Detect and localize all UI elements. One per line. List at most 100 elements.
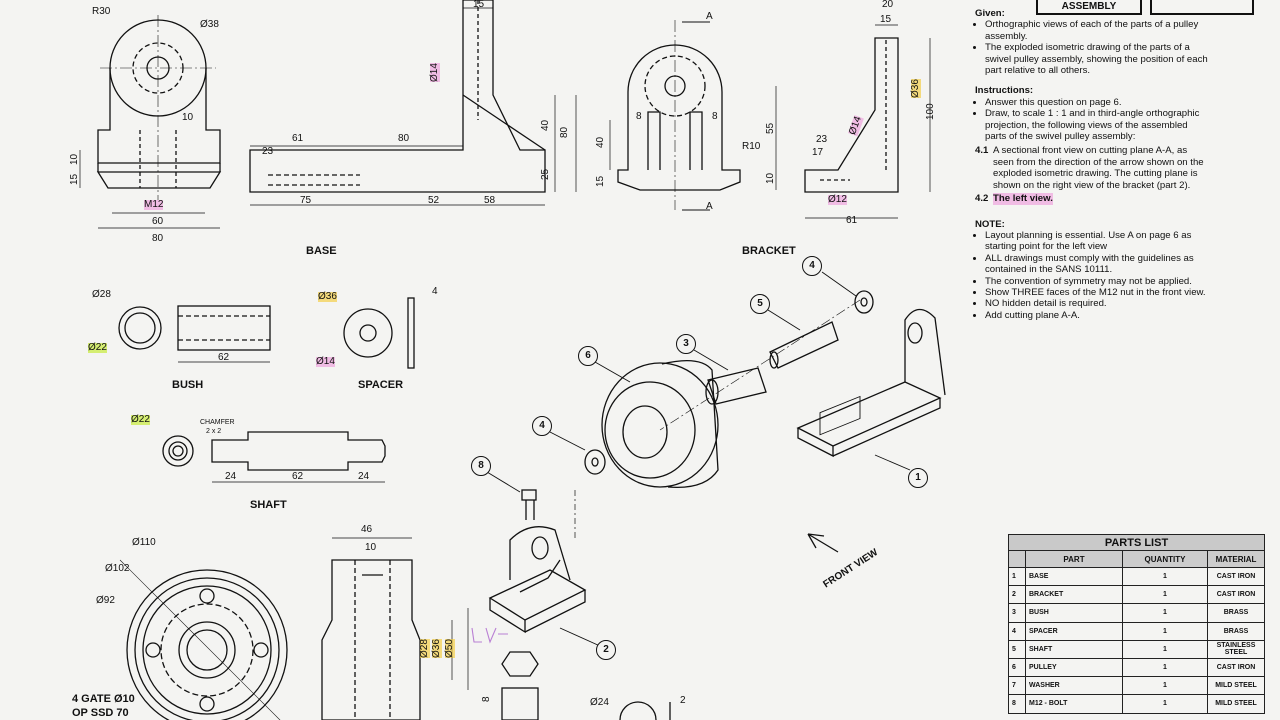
q42-number: 4.2	[975, 193, 989, 205]
dim-sh-62: 62	[292, 471, 304, 482]
dim-base-10b: 10	[69, 153, 80, 165]
shaft-views	[162, 431, 386, 483]
note-item: NO hidden detail is required.	[985, 298, 1210, 309]
note-item: Show THREE faces of the M12 nut in the f…	[985, 287, 1210, 298]
balloon-4-left: 4	[532, 416, 552, 436]
part-no: 7	[1008, 676, 1026, 696]
part-name: WASHER	[1025, 676, 1123, 696]
label-chamfer-size: 2 x 2	[206, 428, 222, 435]
dim-br55: 55	[765, 122, 776, 134]
part-material: CAST IRON	[1207, 657, 1265, 678]
dim-sp-4: 4	[432, 286, 438, 297]
label-spacer: SPACER	[358, 379, 404, 391]
dim-b25: 25	[540, 168, 551, 180]
q41-text: A sectional front view on cutting plane …	[993, 145, 1204, 191]
handwritten-lv	[471, 627, 508, 644]
instructions-panel: Given: Orthographic views of each of the…	[975, 0, 1210, 430]
label-bracket: BRACKET	[742, 245, 796, 257]
dim-p-d50: Ø50	[444, 639, 455, 658]
balloon-1: 1	[908, 468, 928, 488]
dim-b80v: 80	[559, 126, 570, 138]
part-name: M12 - BOLT	[1025, 694, 1123, 714]
washer-view	[619, 701, 671, 720]
dim-b40: 40	[540, 119, 551, 131]
balloon-8: 8	[471, 456, 491, 476]
dim-s15: 15	[880, 14, 892, 25]
dim-br15: 15	[595, 175, 606, 187]
given-item: Orthographic views of each of the parts …	[985, 19, 1210, 42]
leader-lines	[486, 271, 911, 647]
note-item: Add cutting plane A-A.	[985, 310, 1210, 321]
parts-list-title: PARTS LIST	[1008, 534, 1265, 551]
part-name: PULLEY	[1025, 657, 1123, 678]
dim-p-d102: Ø102	[105, 563, 130, 574]
col-no	[1008, 550, 1026, 568]
dim-s100: 100	[925, 103, 936, 120]
q41-number: 4.1	[975, 145, 989, 157]
instruction-item: Answer this question on page 6.	[985, 97, 1210, 108]
dim-base-15: 15	[69, 173, 80, 185]
part-quantity: 1	[1122, 585, 1208, 605]
dim-br8a: 8	[636, 111, 642, 122]
dim-d38: Ø38	[200, 19, 219, 30]
dim-b61: 61	[292, 133, 304, 144]
section-a-top: A	[706, 11, 713, 22]
dim-p-d28: Ø28	[419, 639, 430, 658]
part-quantity: 1	[1122, 694, 1208, 714]
part-no: 4	[1008, 621, 1026, 641]
part-quantity: 1	[1122, 676, 1208, 696]
dim-bush-d22: Ø22	[88, 342, 107, 353]
balloon-6: 6	[578, 346, 598, 366]
label-base: BASE	[306, 245, 337, 257]
bracket-side-view	[804, 24, 931, 219]
part-no: 2	[1008, 585, 1026, 605]
instructions-list: Answer this question on page 6. Draw, to…	[975, 97, 1210, 143]
label-shaft: SHAFT	[250, 499, 287, 511]
balloon-5: 5	[750, 294, 770, 314]
dim-s23: 23	[816, 134, 828, 145]
dim-sp-d36: Ø36	[318, 291, 337, 302]
bracket-front-view	[609, 20, 777, 211]
part-no: 6	[1008, 657, 1026, 678]
dim-base-80: 80	[152, 233, 164, 244]
dim-s61: 61	[846, 215, 858, 226]
part-name: SPACER	[1025, 621, 1123, 641]
dim-m12: M12	[144, 199, 164, 210]
part-quantity: 1	[1122, 657, 1208, 678]
balloon-2: 2	[596, 640, 616, 660]
dim-r30: R30	[92, 6, 111, 17]
dim-s20: 20	[882, 0, 894, 10]
part-name: BRACKET	[1025, 585, 1123, 605]
instruction-item: Draw, to scale 1 : 1 and in third-angle …	[985, 108, 1210, 142]
dim-w-2: 2	[680, 695, 686, 706]
part-no: 5	[1008, 639, 1026, 659]
part-material: BRASS	[1207, 621, 1265, 641]
instructions-heading: Instructions:	[975, 85, 1034, 97]
part-no: 1	[1008, 566, 1026, 587]
dim-p-10: 10	[365, 542, 377, 553]
label-gate-2: OP SSD 70	[72, 707, 129, 719]
part-quantity: 1	[1122, 566, 1208, 587]
balloon-4-top: 4	[802, 256, 822, 276]
dim-sp-d14: Ø14	[316, 356, 335, 367]
dim-bush-62: 62	[218, 352, 230, 363]
view-direction-arrow	[807, 533, 839, 553]
part-no: 8	[1008, 694, 1026, 714]
pulley-side-view	[321, 537, 469, 720]
label-bush: BUSH	[172, 379, 204, 391]
note-list: Layout planning is essential. Use A on p…	[975, 230, 1210, 321]
dim-sh-24b: 24	[358, 471, 370, 482]
dim-base-10a: 10	[182, 112, 194, 123]
dim-br-r10: R10	[742, 141, 761, 152]
dim-sh-24a: 24	[225, 471, 237, 482]
bush-views	[118, 305, 271, 363]
